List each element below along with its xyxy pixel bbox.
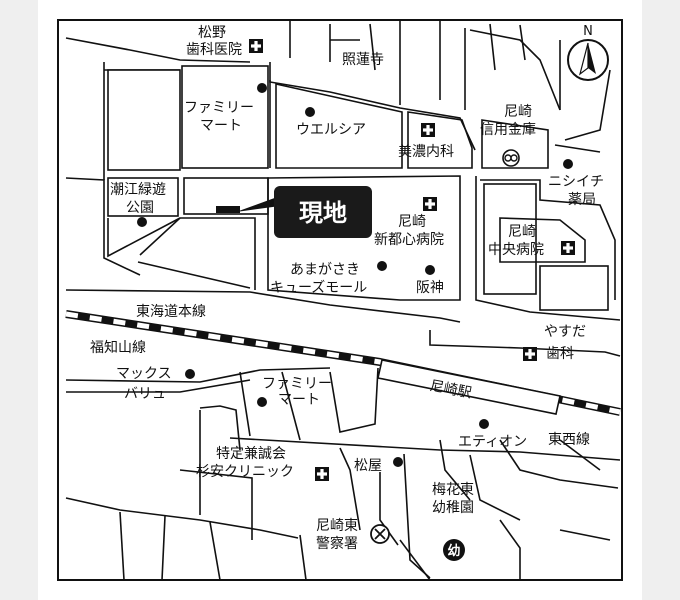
label-chuo-1: 尼崎 xyxy=(508,224,536,240)
north-arrow-icon: N xyxy=(567,24,609,81)
site-badge: 現地 xyxy=(274,186,372,238)
kindergarten-symbol: 幼 xyxy=(447,543,460,559)
site-label: 現地 xyxy=(299,199,347,227)
label-matsuno-1: 松野 xyxy=(198,25,226,41)
label-welcia: ウエルシア xyxy=(296,122,366,138)
label-familymart-n-2: マート xyxy=(200,118,242,134)
label-shorenji: 照蓮寺 xyxy=(342,52,384,68)
label-etion: エティオン xyxy=(458,434,527,450)
label-shioe-2: 公園 xyxy=(126,200,154,216)
station-building xyxy=(377,359,561,415)
site-badge-bg xyxy=(274,186,372,238)
label-yasuda-2: 歯科 xyxy=(546,346,574,362)
map-frame: 幼 現地 N 松野 歯科医院 照蓮寺 ファミリー マート ウエルシア 美濃内科 … xyxy=(38,0,642,600)
label-matsuno-2: 歯科医院 xyxy=(186,42,242,58)
label-qmall-2: キューズモール xyxy=(270,280,367,296)
label-yasuda-1: やすだ xyxy=(544,324,586,340)
poi-markers xyxy=(137,83,573,467)
hospital-cross-icons xyxy=(249,39,575,481)
label-police-2: 警察署 xyxy=(316,535,358,552)
label-familymart-s-1: ファミリー xyxy=(262,376,332,392)
label-kindergarten-2: 幼稚園 xyxy=(432,500,474,516)
label-nishii-2: 薬局 xyxy=(568,192,596,208)
label-shioe-1: 潮江緑遊 xyxy=(110,182,166,198)
bank-icon xyxy=(502,149,520,167)
kindergarten-icon: 幼 xyxy=(443,539,465,561)
police-station-icon xyxy=(370,524,390,544)
label-chuo-2: 中央病院 xyxy=(488,242,544,258)
label-shinkin-1: 尼崎 xyxy=(504,104,532,120)
label-sugiyasu-2: 杉安クリニック xyxy=(196,464,294,480)
label-hanshin: 阪神 xyxy=(416,280,444,296)
label-sugiyasu-1: 特定兼誠会 xyxy=(216,446,286,462)
label-kindergarten-1: 梅花東 xyxy=(432,482,474,498)
label-maxvalu-2: バリュ xyxy=(124,386,166,402)
label-fukuchiyama: 福知山線 xyxy=(90,339,146,356)
label-familymart-s-2: マート xyxy=(278,392,320,408)
label-shintoshin-2: 新都心病院 xyxy=(374,232,444,248)
label-qmall-1: あまがさき xyxy=(290,262,360,278)
label-tokaido: 東海道本線 xyxy=(136,304,206,320)
label-matsuya: 松屋 xyxy=(354,458,382,474)
site-marker xyxy=(216,196,280,213)
label-tozai: 東西線 xyxy=(548,432,590,448)
label-shintoshin-1: 尼崎 xyxy=(398,214,426,230)
area-map: 幼 現地 N 松野 歯科医院 照蓮寺 ファミリー マート ウエルシア 美濃内科 … xyxy=(57,19,623,581)
label-maxvalu-1: マックス xyxy=(116,366,172,382)
map-labels: 松野 歯科医院 照蓮寺 ファミリー マート ウエルシア 美濃内科 尼崎 信用金庫… xyxy=(90,25,604,552)
label-shinkin-2: 信用金庫 xyxy=(480,121,536,138)
label-mino: 美濃内科 xyxy=(398,144,454,160)
label-familymart-n-1: ファミリー xyxy=(184,100,254,116)
label-police-1: 尼崎東 xyxy=(316,518,358,534)
north-label: N xyxy=(583,24,593,39)
label-nishii-1: ニシイチ xyxy=(548,174,604,190)
label-station: 尼崎駅 xyxy=(428,378,472,402)
street-network xyxy=(65,20,621,581)
